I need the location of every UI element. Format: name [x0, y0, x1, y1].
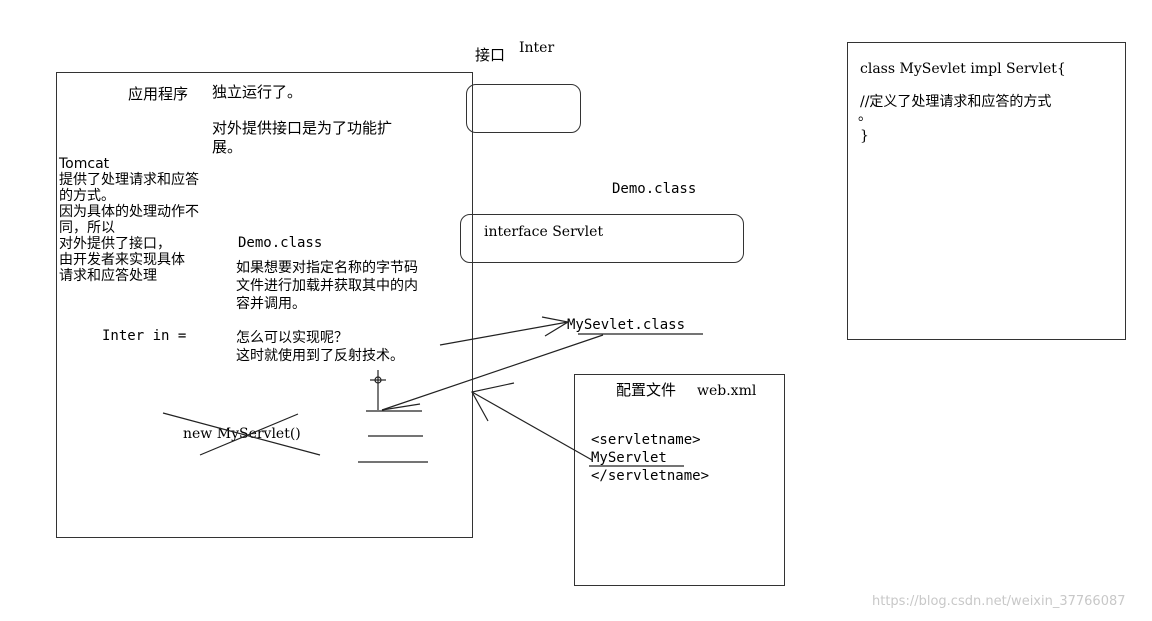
arrow-from-config — [471, 391, 593, 461]
arrow-from-mysevlet-head — [381, 403, 421, 411]
arrow-to-mysevlet — [439, 321, 569, 346]
new-myservlet-crossed: new MyServlet() — [183, 426, 301, 442]
tomcat-description: Tomcat 提供了处理请求和应答 的方式。 因为具体的处理动作不 同，所以 对… — [59, 156, 199, 284]
code-comment: //定义了处理请求和应答的方式 — [860, 94, 1052, 110]
arrow-from-mysevlet — [381, 334, 604, 411]
code-class-declaration: class MySevlet impl Servlet{ — [860, 61, 1066, 77]
interface-box — [466, 84, 581, 133]
code-period: 。 — [858, 108, 872, 124]
demo-class-description: 如果想要对指定名称的字节码 文件进行加载并获取其中的内 容并调用。 — [236, 260, 418, 312]
servletname-xml: <servletname> MyServlet </servletname> — [591, 432, 710, 484]
application-title: 应用程序 — [128, 85, 189, 103]
interface-label-en: Inter — [519, 40, 555, 56]
arrow-to-mysevlet-head — [541, 316, 570, 337]
watermark-text: https://blog.csdn.net/weixin_37766087 — [872, 594, 1126, 609]
mysevlet-class-label: MySevlet.class — [567, 317, 686, 333]
application-line1: 独立运行了。 — [212, 83, 303, 101]
marker-circle — [374, 376, 382, 384]
interface-label-cn: 接口 — [475, 46, 506, 64]
servlet-interface-label: interface Servlet — [484, 224, 604, 240]
code-close-brace: } — [860, 128, 869, 144]
config-filename: web.xml — [697, 383, 757, 399]
config-title: 配置文件 — [616, 381, 677, 399]
demo-class-label: Demo.class — [612, 181, 697, 197]
cross-out-line-2 — [199, 413, 299, 456]
reflection-question: 怎么可以实现呢？ 这时就使用到了反射技术。 — [236, 330, 404, 364]
cross-out-line-1 — [162, 412, 321, 456]
arrow-from-config-head — [471, 382, 515, 422]
application-line2: 对外提供接口是为了功能扩 展。 — [212, 119, 393, 156]
application-box — [56, 72, 473, 538]
config-box — [574, 374, 785, 586]
inter-in-assignment: Inter in = — [102, 328, 187, 344]
myservlet-code-box — [847, 42, 1126, 340]
demo-class-inner-label: Demo.class — [238, 235, 323, 251]
servlet-interface-box — [460, 214, 744, 263]
